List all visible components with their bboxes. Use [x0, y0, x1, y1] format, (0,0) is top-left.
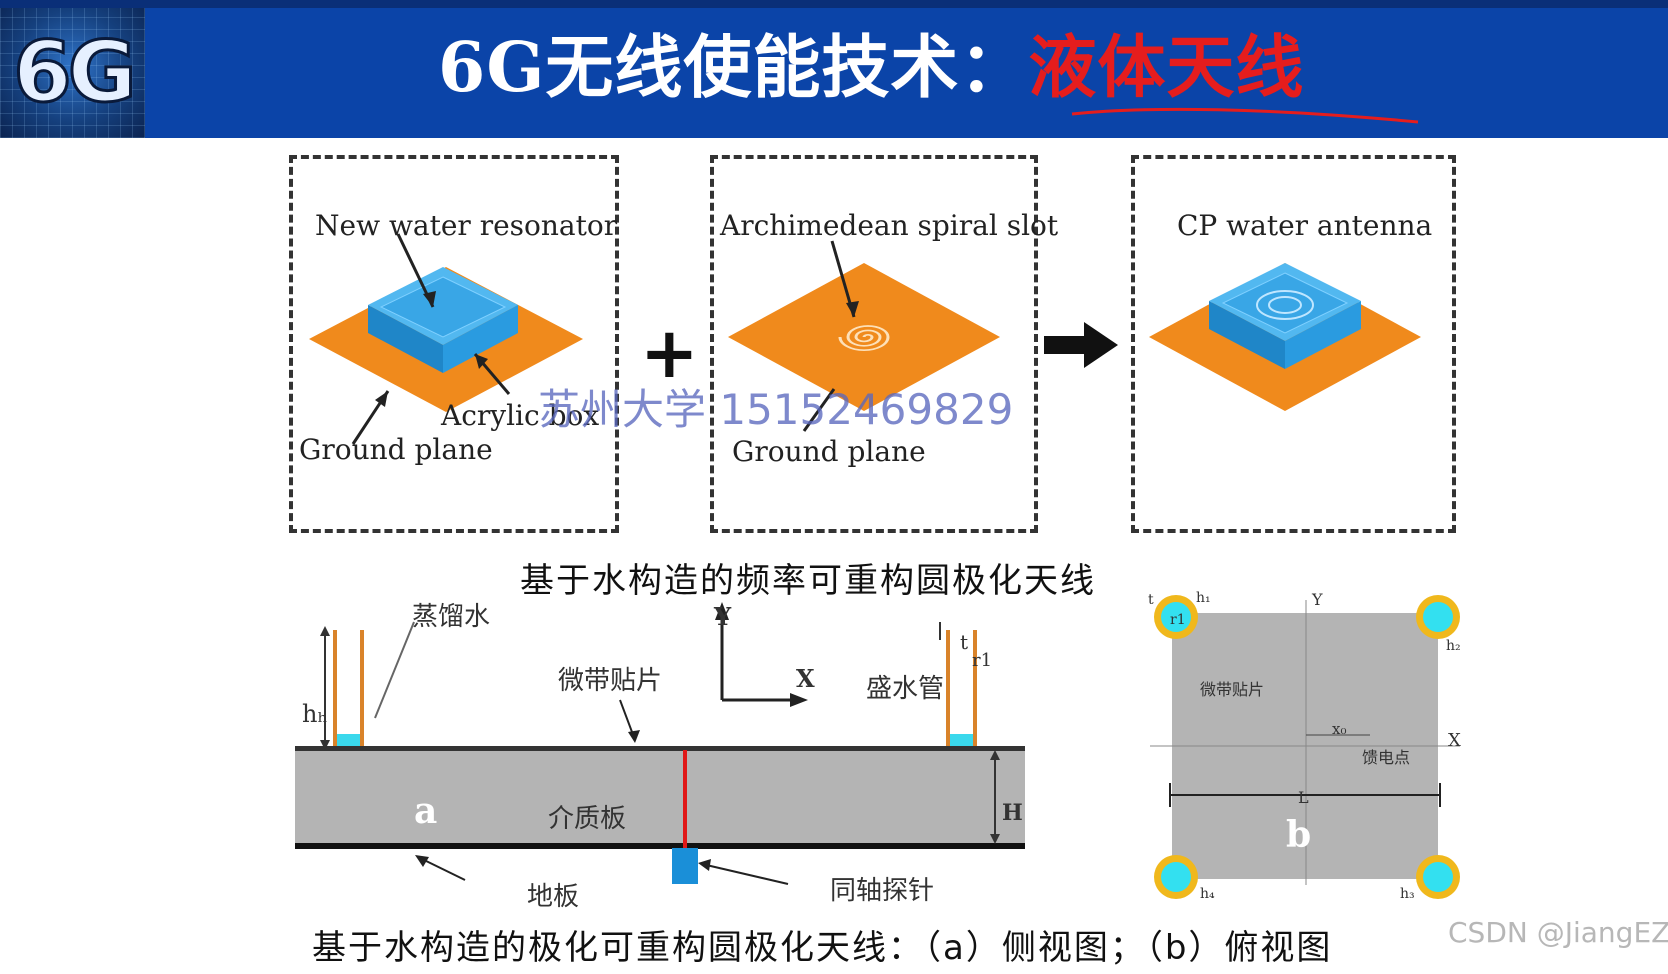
h1-label: h₁	[1196, 590, 1211, 606]
t-label-a: t	[960, 630, 969, 654]
label-ground-plate: 地板	[527, 882, 580, 912]
panel-letter-b: b	[1286, 814, 1312, 856]
label-feed-point: 馈电点	[1362, 748, 1411, 767]
length-label-L: L	[1298, 788, 1309, 807]
ground-plate-line	[295, 843, 1025, 849]
phone-watermark: 苏州大学 15152469829	[538, 385, 1014, 434]
x0-label: x₀	[1332, 720, 1347, 738]
right-arrow-icon	[1044, 322, 1118, 368]
coax-connector	[672, 848, 698, 884]
microstrip-patch-line	[295, 746, 1025, 751]
panel-spiral-slot: Archimedean spiral slot Ground plane	[710, 155, 1058, 533]
label-water-tube: 盛水管	[866, 674, 945, 704]
axis-y-label-a: Y	[714, 602, 732, 631]
caption-top: 基于水构造的频率可重构圆极化天线	[520, 561, 1096, 601]
label-ground-plane-1: Ground plane	[299, 433, 493, 466]
resonator-illustration	[309, 233, 583, 445]
label-substrate: 介质板	[548, 804, 627, 834]
logo-globe-grid	[0, 8, 145, 138]
probe-line	[683, 750, 687, 850]
axis-x-label-a: X	[796, 664, 815, 693]
title-prefix: 6G无线使能技术：	[438, 28, 1029, 108]
label-cp-water-antenna: CP water antenna	[1177, 209, 1433, 242]
r1-label-a: r1	[972, 650, 993, 671]
plus-sign: +	[640, 312, 699, 394]
h3-label: h₃	[1400, 886, 1415, 902]
h2-label: h₂	[1446, 638, 1461, 654]
caption-bottom: 基于水构造的极化可重构圆极化天线：（a）侧视图；（b）俯视图	[312, 928, 1333, 968]
csdn-watermark: CSDN @JiangEZ	[1448, 916, 1668, 949]
axis-y-label-b: Y	[1312, 590, 1323, 609]
thickness-label-H: H	[1002, 800, 1023, 826]
panel-water-resonator: New water resonator Acrylic box Ground p…	[289, 155, 619, 533]
label-microstrip-patch-a: 微带贴片	[558, 666, 663, 696]
h4-label: h₄	[1200, 886, 1215, 902]
header-banner: 6G 6G无线使能技术：液体天线	[0, 0, 1668, 138]
axis-x-label-b: X	[1448, 730, 1461, 751]
logo-text: 6G	[12, 23, 138, 121]
label-microstrip-patch-b: 微带贴片	[1200, 680, 1265, 699]
header-top-strip	[0, 0, 1668, 8]
handwritten-underline	[1071, 107, 1419, 124]
label-coax-probe: 同轴探针	[830, 876, 935, 906]
6g-logo: 6G	[0, 8, 145, 138]
cp-antenna-illustration	[1149, 263, 1421, 411]
height-label-h: hₕ	[302, 700, 328, 728]
label-new-water-resonator: New water resonator	[315, 209, 618, 242]
title-highlight: 液体天线	[1028, 28, 1305, 108]
panel-letter-a: a	[414, 790, 438, 832]
r1-label-b: r1	[1170, 612, 1186, 628]
label-distilled-water: 蒸馏水	[412, 602, 491, 632]
label-archimedean-spiral: Archimedean spiral slot	[720, 209, 1059, 242]
side-view-diagram	[295, 602, 1025, 885]
label-ground-plane-2: Ground plane	[732, 435, 926, 468]
label-acrylic-box: Acrylic box	[441, 399, 600, 432]
spiral-slot-illustration	[728, 240, 1000, 432]
t-label-b: t	[1148, 592, 1154, 608]
slide-title: 6G无线使能技术：液体天线	[438, 26, 1304, 110]
panel-cp-water-antenna: CP water antenna	[1131, 155, 1456, 533]
top-view-diagram	[1150, 595, 1460, 899]
substrate-board	[295, 750, 1025, 845]
